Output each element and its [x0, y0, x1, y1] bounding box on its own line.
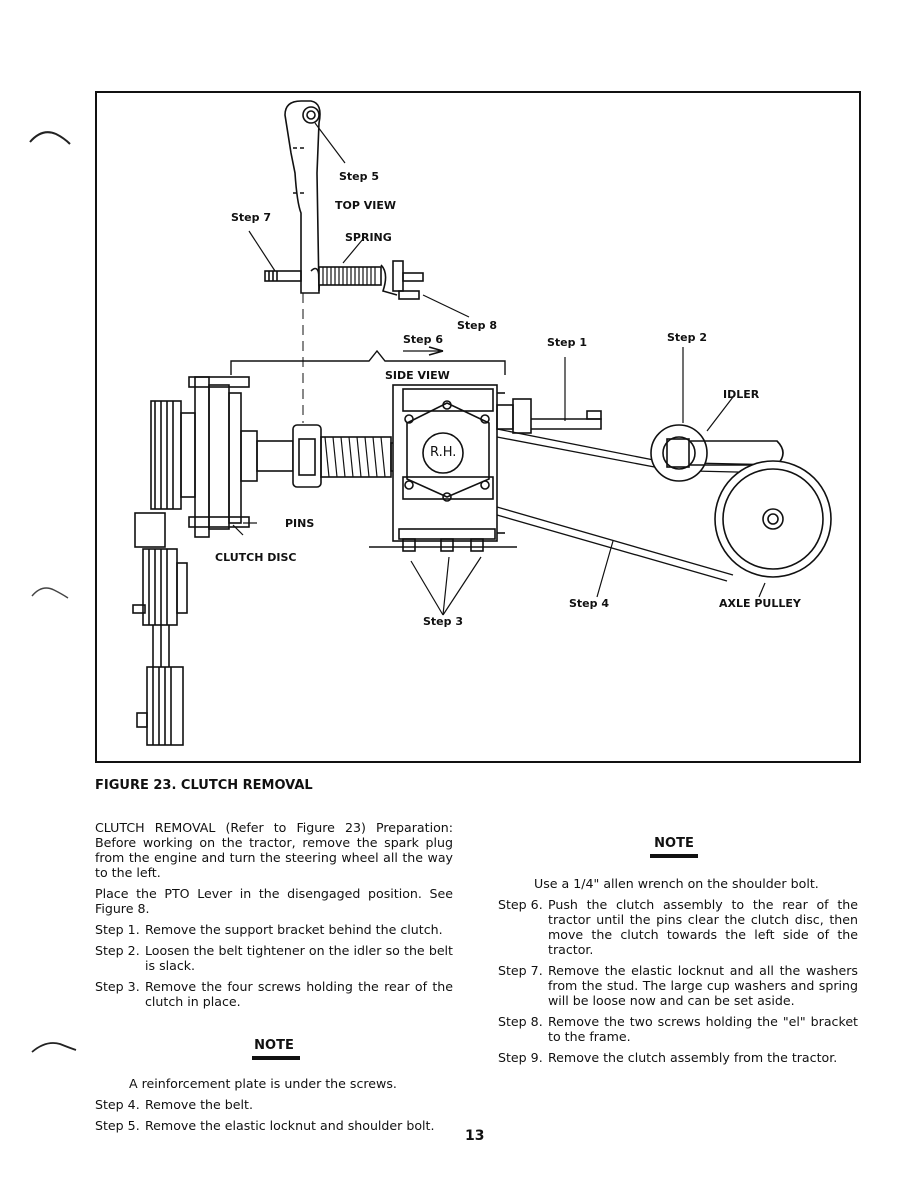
note-text-right: Use a 1/4" allen wrench on the shoulder … [534, 876, 819, 891]
page-number: 13 [465, 1128, 485, 1144]
support-bracket [496, 398, 602, 434]
step-number: Step 7. [498, 963, 543, 978]
step-number: Step 3. [95, 979, 140, 994]
step-item: Step 2. Loosen the belt tightener on the… [95, 943, 453, 973]
step-item: Step 7. Remove the elastic locknut and a… [498, 963, 858, 1008]
margin-scribble-mark [31, 587, 69, 599]
note-heading-right: NOTE [654, 836, 694, 851]
left-column: CLUTCH REMOVAL (Refer to Figure 23) Prep… [95, 820, 453, 1015]
label-step-6: Step 6 [403, 333, 443, 346]
step-text: Remove the two screws holding the "el" b… [548, 1014, 858, 1044]
label-step-3: Step 3 [423, 615, 463, 628]
idler-pulley [650, 424, 784, 482]
step-text: Remove the clutch assembly from the trac… [548, 1050, 838, 1065]
label-step-7: Step 7 [231, 211, 271, 224]
label-idler: IDLER [723, 388, 760, 401]
step-number: Step 1. [95, 922, 140, 937]
step-number: Step 9. [498, 1050, 543, 1065]
note-heading-left: NOTE [254, 1038, 294, 1053]
note-divider-left [252, 1056, 300, 1060]
figure-23-clutch-removal: Step 5 TOP VIEW Step 7 SPRING Step 8 Ste… [95, 91, 861, 763]
note-text-left: A reinforcement plate is under the screw… [129, 1076, 397, 1091]
label-step-1: Step 1 [547, 336, 587, 349]
label-step-2: Step 2 [667, 331, 707, 344]
engine-pulley [150, 376, 294, 538]
clutch-diagram [132, 100, 832, 746]
side-view-spring [292, 424, 404, 488]
label-spring: SPRING [345, 231, 392, 244]
label-side-view: SIDE VIEW [385, 369, 450, 382]
step-text: Remove the elastic locknut and all the w… [548, 963, 858, 1008]
step-text: Remove the support bracket behind the cl… [145, 922, 443, 937]
drive-belt [496, 428, 784, 582]
step-number: Step 4. [95, 1097, 140, 1112]
label-step-5: Step 5 [339, 170, 379, 183]
label-top-view: TOP VIEW [335, 199, 396, 212]
step-item: Step 9. Remove the clutch assembly from … [498, 1050, 858, 1065]
left-column-lower: A reinforcement plate is under the screw… [95, 1076, 453, 1139]
label-axle-pulley: AXLE PULLEY [719, 597, 801, 610]
step-number: Step 2. [95, 943, 140, 958]
step-number: Step 5. [95, 1118, 140, 1133]
step-number: Step 6. [498, 897, 543, 912]
gearbox [369, 384, 517, 552]
note-divider-right [650, 854, 698, 858]
right-column: Use a 1/4" allen wrench on the shoulder … [498, 876, 858, 1071]
label-rh: R.H. [430, 445, 457, 460]
step-item: Step 6. Push the clutch assembly to the … [498, 897, 858, 957]
step-number: Step 8. [498, 1014, 543, 1029]
figure-caption: FIGURE 23. CLUTCH REMOVAL [95, 778, 313, 793]
step-text: Remove the four screws holding the rear … [145, 979, 453, 1009]
margin-scribble-mark [31, 1042, 77, 1053]
label-step-4: Step 4 [569, 597, 609, 610]
step-text: Loosen the belt tightener on the idler s… [145, 943, 453, 973]
margin-scribble-mark [29, 131, 71, 145]
step-item: Step 3. Remove the four screws holding t… [95, 979, 453, 1009]
step-item: Step 5. Remove the elastic locknut and s… [95, 1118, 453, 1133]
step-text: Push the clutch assembly to the rear of … [548, 897, 858, 957]
step-item: Step 8. Remove the two screws holding th… [498, 1014, 858, 1044]
lower-pulley-stack [132, 512, 188, 746]
step-item: Step 1. Remove the support bracket behin… [95, 922, 453, 937]
label-pins: PINS [285, 517, 315, 530]
top-view-lever [284, 100, 321, 294]
axle-pulley [714, 460, 832, 578]
pto-paragraph: Place the PTO Lever in the disengaged po… [95, 886, 453, 916]
step-text: Remove the elastic locknut and shoulder … [145, 1118, 435, 1133]
intro-paragraph: CLUTCH REMOVAL (Refer to Figure 23) Prep… [95, 820, 453, 880]
label-clutch-disc: CLUTCH DISC [215, 551, 297, 564]
top-view-spring [264, 260, 424, 300]
label-step-8: Step 8 [457, 319, 497, 332]
step-item: Step 4. Remove the belt. [95, 1097, 453, 1112]
step-text: Remove the belt. [145, 1097, 253, 1112]
